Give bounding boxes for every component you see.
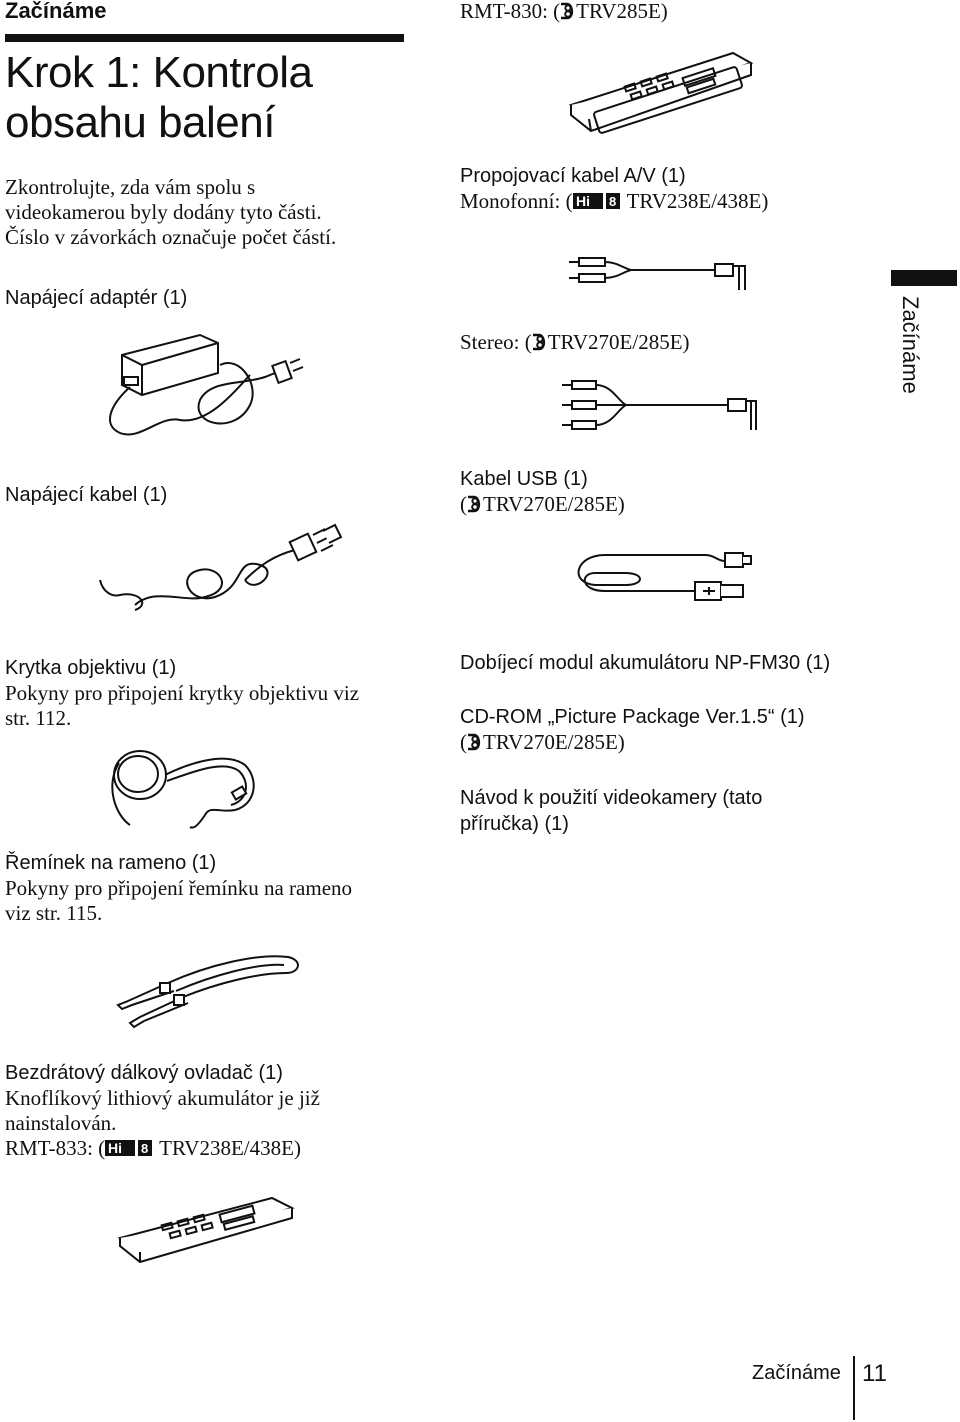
remote-rmt830-line: RMT-830: ( TRV285E) xyxy=(460,0,668,27)
digital8-logo-icon xyxy=(467,494,483,520)
av-cable-stereo-line: Stereo: ( TRV270E/285E) xyxy=(460,330,690,358)
battery-title: Dobíjecí modul akumulátoru NP-FM30 (1) xyxy=(460,652,831,674)
manual-block: Návod k použití videokamery (tato příruč… xyxy=(460,785,762,837)
ac-adapter-image xyxy=(109,333,304,436)
rmt833-prefix: RMT-833: ( xyxy=(5,1136,106,1160)
cdrom-open-paren: ( xyxy=(460,730,467,754)
header-section: Začínáme xyxy=(5,0,107,23)
side-tab-label: Začínáme xyxy=(898,296,923,394)
av-cable-title: Propojovací kabel A/V (1) xyxy=(460,165,686,187)
av-cable-mono-image xyxy=(569,257,746,290)
digital8-logo-icon xyxy=(560,1,576,27)
footer-section: Začínáme xyxy=(752,1362,841,1384)
digital8-logo-icon xyxy=(467,732,483,758)
strap-title: Řemínek na rameno (1) xyxy=(5,852,217,874)
rmt830-prefix: RMT-830: ( xyxy=(460,0,561,23)
svg-text:Hi: Hi xyxy=(108,1140,122,1156)
lens-cap-note-2: str. 112. xyxy=(5,706,72,730)
usb-models: TRV270E/285E) xyxy=(483,492,625,516)
hi8-logo-icon: Hi 8 xyxy=(105,1138,159,1164)
stereo-prefix: Stereo: ( xyxy=(460,330,532,354)
strap-note-1: Pokyny pro připojení řemínku na rameno xyxy=(5,876,353,900)
av-cable-stereo-image xyxy=(562,380,757,430)
cdrom-block: CD-ROM „Picture Package Ver.1.5“ (1) ( TR… xyxy=(460,704,805,758)
usb-cable-title: Kabel USB (1) xyxy=(460,468,588,490)
cdrom-title: CD-ROM „Picture Package Ver.1.5“ (1) xyxy=(460,706,805,728)
intro-line-1: Zkontrolujte, zda vám spolu s xyxy=(5,175,256,199)
intro-line-2: videokamerou byly dodány tyto části. xyxy=(5,200,322,224)
svg-text:8: 8 xyxy=(141,1141,148,1156)
av-cable-mono-line: Monofonní: (Hi 8 TRV238E/438E) xyxy=(460,189,768,217)
power-cord-image xyxy=(99,523,343,611)
strap-note-2: viz str. 115. xyxy=(5,901,103,925)
strap-block: Řemínek na rameno (1) Pokyny pro připoje… xyxy=(5,850,352,926)
rmt833-models: TRV238E/438E) xyxy=(159,1136,301,1160)
footer-divider xyxy=(853,1356,855,1420)
usb-cable-image xyxy=(577,552,752,601)
manual-line-2: příručka) (1) xyxy=(460,813,569,835)
manual-line-1: Návod k použití videokamery (tato xyxy=(460,787,763,809)
page-title-line-2: obsahu balení xyxy=(5,98,275,147)
rmt830-models: TRV285E) xyxy=(576,0,668,23)
svg-text:Hi: Hi xyxy=(576,193,590,209)
usb-cable-models-line: ( TRV270E/285E) xyxy=(460,492,625,520)
svg-text:8: 8 xyxy=(609,194,616,209)
remote-rmt833-line: RMT-833: (Hi 8 TRV238E/438E) xyxy=(5,1136,320,1164)
digital8-logo-icon xyxy=(532,332,548,358)
shoulder-strap-image xyxy=(116,955,299,1029)
header-rule xyxy=(5,34,404,42)
intro-line-3: Číslo v závorkách označuje počet částí. xyxy=(5,225,337,249)
lens-cap-block: Krytka objektivu (1) Pokyny pro připojen… xyxy=(5,655,359,731)
remote-note-1: Knoflíkový lithiový akumulátor je již xyxy=(5,1086,320,1110)
cdrom-models-line: ( TRV270E/285E) xyxy=(460,730,805,758)
page-title-line-1: Krok 1: Kontrola xyxy=(5,48,313,97)
lens-cap-note-1: Pokyny pro připojení krytky objektivu vi… xyxy=(5,681,360,705)
usb-cable-block: Kabel USB (1) ( TRV270E/285E) xyxy=(460,466,625,520)
adapter-title: Napájecí adaptér (1) xyxy=(5,287,188,309)
stereo-models: TRV270E/285E) xyxy=(547,330,690,354)
remote-block: Bezdrátový dálkový ovladač (1) Knoflíkov… xyxy=(5,1060,320,1164)
lens-cap-image xyxy=(111,750,255,829)
power-cord-title: Napájecí kabel (1) xyxy=(5,484,168,506)
lens-cap-title: Krytka objektivu (1) xyxy=(5,657,177,679)
remote-rmt833-image xyxy=(117,1196,295,1264)
usb-open-paren: ( xyxy=(460,492,467,516)
remote-note-2: nainstalován. xyxy=(5,1111,117,1135)
remote-title: Bezdrátový dálkový ovladač (1) xyxy=(5,1062,283,1084)
mono-prefix: Monofonní: ( xyxy=(460,189,573,213)
remote-rmt830-image xyxy=(568,51,754,134)
side-tab-bar xyxy=(891,270,957,286)
av-cable-block: Propojovací kabel A/V (1) Monofonní: (Hi… xyxy=(460,163,768,217)
hi8-logo-icon: Hi 8 xyxy=(572,191,627,217)
page-title: Krok 1: Kontrola obsahu balení xyxy=(5,48,313,148)
intro-text: Zkontrolujte, zda vám spolu s videokamer… xyxy=(5,175,336,250)
mono-models: TRV238E/438E) xyxy=(626,189,769,213)
cdrom-models: TRV270E/285E) xyxy=(483,730,625,754)
page-number: 11 xyxy=(862,1360,887,1387)
